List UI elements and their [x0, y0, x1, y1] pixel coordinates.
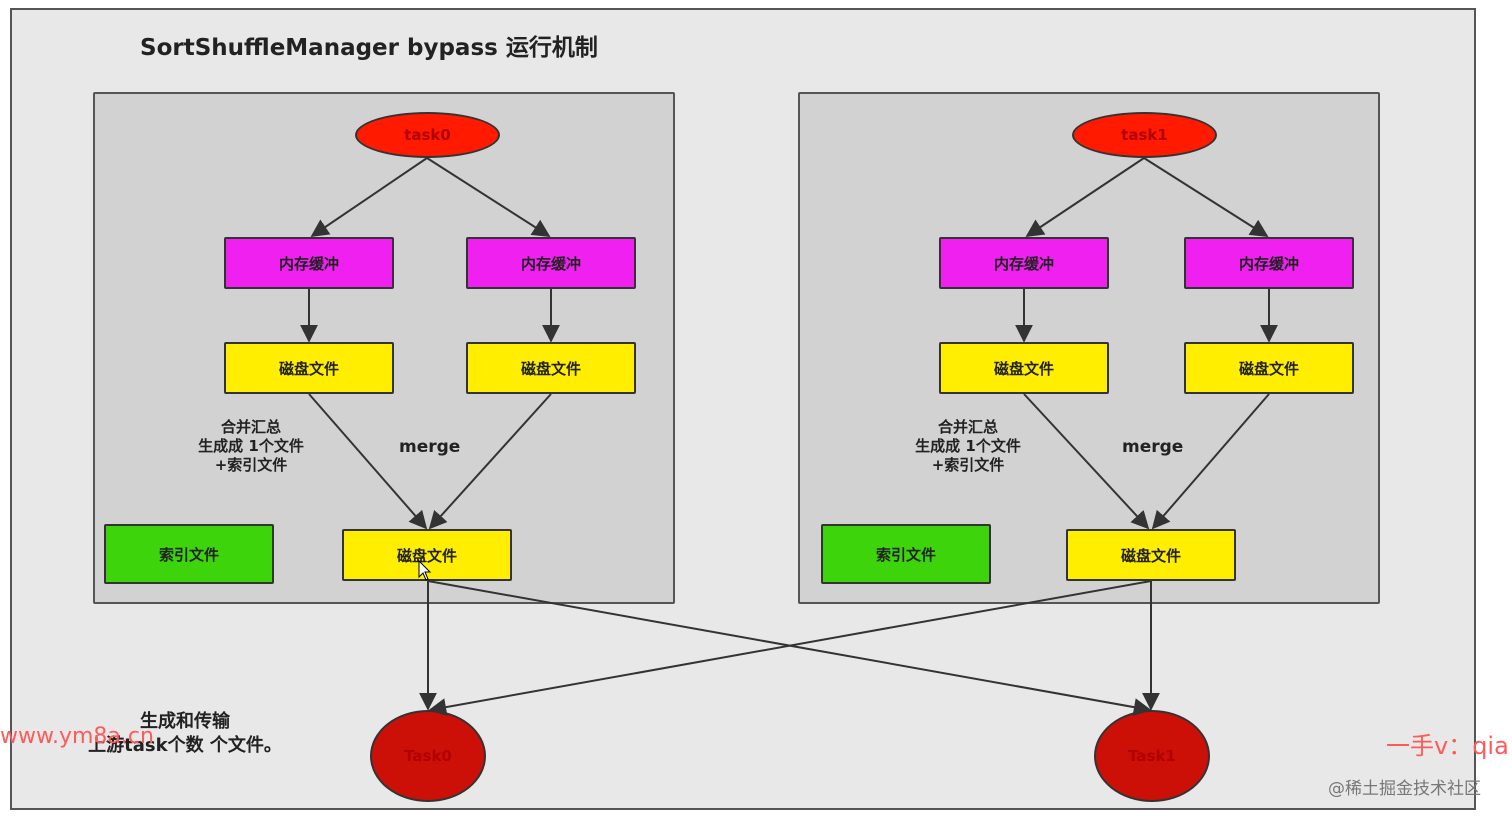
edge-right-disk2-merged	[1151, 393, 1270, 530]
right-disk-file-1: 磁盘文件	[939, 342, 1109, 394]
downstream-task1-node: Task1	[1094, 710, 1210, 802]
right-note-line-2: 生成成 1个文件	[915, 437, 1021, 455]
left-note-line-2: 生成成 1个文件	[198, 437, 304, 455]
task0-node: task0	[355, 112, 500, 158]
edge-right-disk1-merged	[1023, 393, 1150, 530]
edge-right-merged-to-task0	[428, 580, 1152, 717]
right-merged-disk-file: 磁盘文件	[1066, 529, 1236, 581]
right-memory-buffer-2: 内存缓冲	[1184, 237, 1354, 289]
task1-node: task1	[1072, 112, 1217, 158]
left-merge-note: 合并汇总 生成成 1个文件 +索引文件	[176, 418, 326, 475]
edge-task1-mem2	[1143, 157, 1269, 237]
left-disk-file-2: 磁盘文件	[466, 342, 636, 394]
bottom-note-line-1: 生成和传输	[140, 711, 230, 732]
edge-task0-mem2	[426, 157, 551, 237]
watermark-right: 一手v：qia	[1386, 732, 1509, 760]
right-memory-buffer-1: 内存缓冲	[939, 237, 1109, 289]
left-index-file: 索引文件	[104, 524, 274, 584]
diagram-title: SortShuffleManager bypass 运行机制	[140, 35, 598, 61]
left-disk-file-1: 磁盘文件	[224, 342, 394, 394]
edge-left-disk1-merged	[308, 393, 428, 530]
right-index-file: 索引文件	[821, 524, 991, 584]
right-merge-label: merge	[1122, 437, 1184, 457]
left-memory-buffer-1: 内存缓冲	[224, 237, 394, 289]
left-note-line-1: 合并汇总	[220, 418, 281, 436]
mouse-cursor-icon	[418, 559, 432, 581]
right-disk-file-2: 磁盘文件	[1184, 342, 1354, 394]
right-merge-note: 合并汇总 生成成 1个文件 +索引文件	[893, 418, 1043, 475]
right-note-line-3: +索引文件	[931, 456, 1005, 474]
edge-task1-mem1	[1025, 157, 1145, 237]
edge-task0-mem1	[310, 157, 428, 238]
bottom-note: 生成和传输 上游task个数 个文件。	[70, 710, 300, 758]
downstream-task0-node: Task0	[370, 710, 486, 802]
watermark-left: www.ym8a.cn	[0, 724, 154, 749]
right-note-line-1: 合并汇总	[937, 418, 998, 436]
left-merge-label: merge	[399, 437, 461, 457]
edge-left-disk2-merged	[428, 393, 552, 530]
left-note-line-3: +索引文件	[214, 456, 288, 474]
bottom-note-line-2: 上游task个数 个文件。	[88, 735, 282, 756]
left-memory-buffer-2: 内存缓冲	[466, 237, 636, 289]
watermark-footer: @稀土掘金技术社区	[1328, 779, 1481, 799]
